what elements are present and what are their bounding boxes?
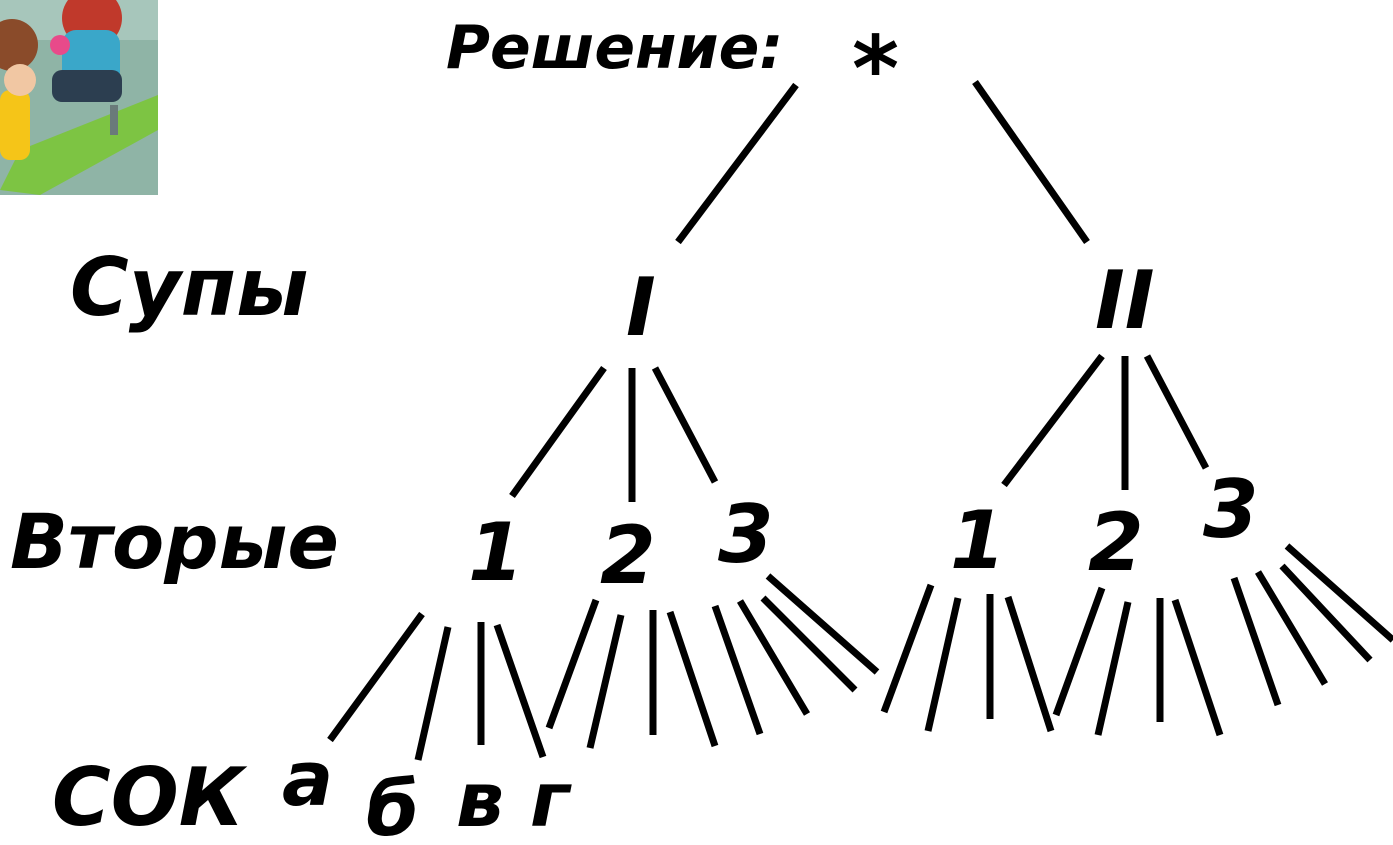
root-node: * (852, 17, 899, 122)
second-node-2-1: 1 (950, 494, 1006, 587)
level-label-juice: СОК (52, 751, 248, 844)
level-label-seconds: Вторые (10, 497, 339, 586)
second-node-2-2: 2 (1088, 496, 1144, 589)
edges-seconds-to-juice (327, 543, 1393, 761)
level-label-soups: Супы (70, 241, 308, 334)
solution-heading: Решение: (446, 13, 783, 83)
second-node-1-3: 3 (718, 488, 774, 581)
edges-soups-to-seconds (509, 353, 1210, 502)
juice-node-g: г (530, 755, 572, 844)
juice-node-a: а (282, 734, 333, 823)
juice-node-v: в (456, 755, 504, 844)
second-node-1-2: 2 (600, 509, 656, 602)
second-node-2-3: 3 (1203, 463, 1259, 556)
second-node-1-1: 1 (468, 506, 524, 599)
soup-node-1: I (626, 261, 656, 354)
edges-root-to-soups (675, 79, 1090, 245)
soup-node-2: II (1095, 254, 1155, 347)
children-at-table-illustration (0, 0, 158, 195)
juice-node-b: б (366, 764, 419, 845)
